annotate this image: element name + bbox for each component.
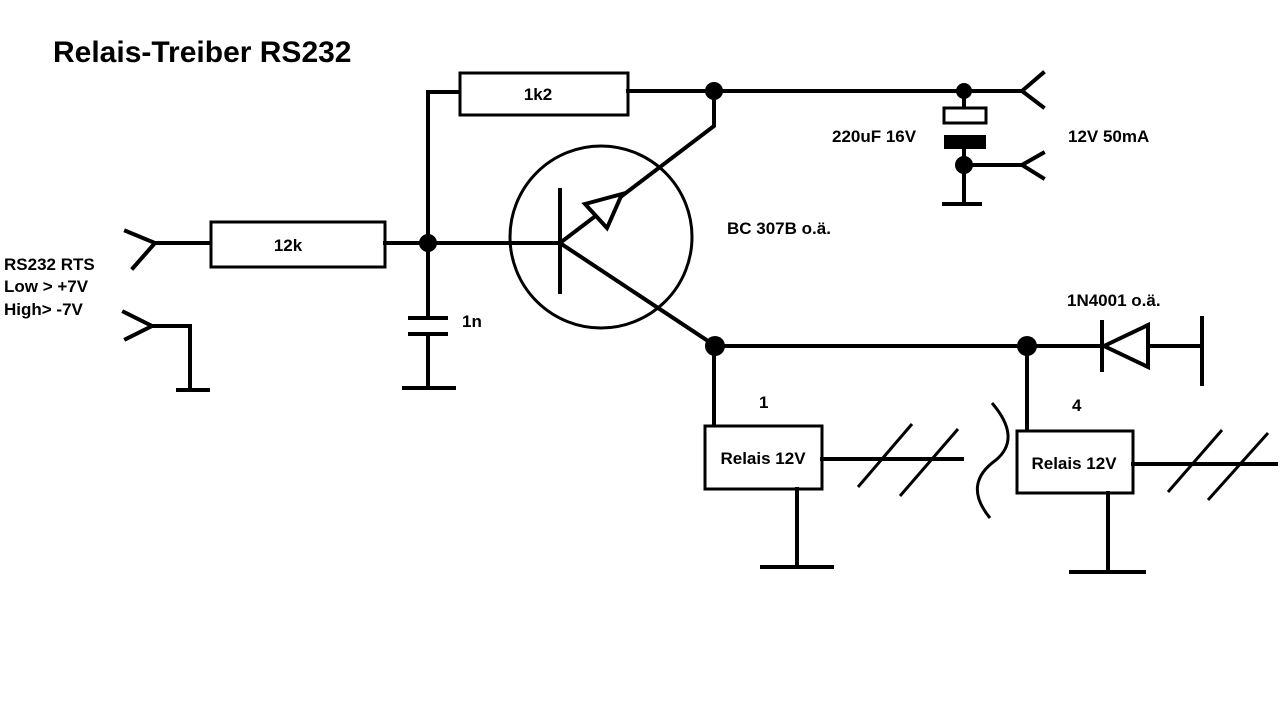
input-label-line1: RS232 RTS (4, 255, 95, 274)
input-connector-ground (121, 309, 210, 392)
supply-terminal-positive (962, 70, 1046, 110)
resistor-1k2: 1k2 (426, 71, 966, 245)
relay-4: Relais 12V 4 (1015, 344, 1278, 574)
relay-4-label: Relais 12V (1031, 454, 1117, 473)
relay-1: Relais 12V 1 (703, 344, 964, 569)
emitter-arrow-icon (581, 190, 626, 232)
resistor-1k2-label: 1k2 (524, 85, 552, 104)
relay-4-number: 4 (1072, 396, 1082, 415)
diode-label: 1N4001 o.ä. (1067, 291, 1161, 310)
input-label-line3: High> -7V (4, 300, 84, 319)
transistor-pnp: BC 307B o.ä. (508, 89, 831, 348)
break-symbol (975, 402, 1010, 519)
supply-label: 12V 50mA (1068, 127, 1149, 146)
capacitor-220uf-label: 220uF 16V (832, 127, 917, 146)
input-label-line2: Low > +7V (4, 277, 89, 296)
relay-1-label: Relais 12V (720, 449, 806, 468)
transistor-label: BC 307B o.ä. (727, 219, 831, 238)
input-connector-rts (123, 228, 214, 271)
diode-1n4001: 1N4001 o.ä. (1067, 291, 1204, 386)
diagram-title: Relais-Treiber RS232 (53, 36, 352, 69)
resistor-12k: 12k (209, 220, 387, 269)
supply-terminal-negative (962, 150, 1046, 181)
relay-1-number: 1 (759, 393, 768, 412)
capacitor-220uf: 220uF 16V (832, 83, 988, 206)
capacitor-1n: 1n (402, 241, 482, 390)
capacitor-1n-label: 1n (462, 312, 482, 331)
resistor-12k-label: 12k (274, 236, 303, 255)
